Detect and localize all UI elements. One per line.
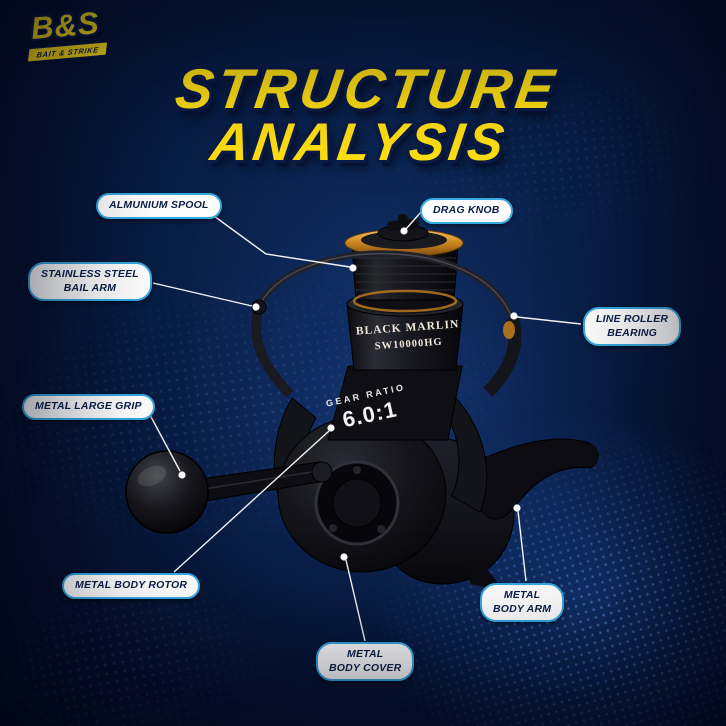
reel-rotor <box>277 415 447 573</box>
rotor-nose: GEAR RATIO 6.0:1 <box>325 365 463 441</box>
callout-label: BODY COVER <box>329 661 402 674</box>
line-roller <box>503 321 515 339</box>
body-arm-end <box>577 444 599 466</box>
callout-label: METAL <box>503 589 541 601</box>
callout-metal-body-arm: METAL BODY ARM <box>480 583 565 623</box>
callout-almunium-spool: ALMUNIUM SPOOL <box>96 193 222 219</box>
reel-handle <box>125 450 333 534</box>
handle-grip-knob <box>125 450 209 534</box>
callout-line-roller-bearing: LINE ROLLER BEARING <box>583 307 682 347</box>
callout-label: STAINLESS STEEL <box>41 268 139 280</box>
bail-arm <box>251 250 522 398</box>
reel-body-arm <box>469 438 599 520</box>
callout-label: LINE ROLLER <box>596 313 669 325</box>
callout-label: BODY ARM <box>493 602 552 615</box>
callout-label: DRAG KNOB <box>433 204 500 216</box>
callout-label: BEARING <box>607 326 658 339</box>
callout-metal-large-grip: METAL LARGE GRIP <box>22 394 155 420</box>
callout-label: ALMUNIUM SPOOL <box>109 199 209 211</box>
callout-label: METAL LARGE GRIP <box>35 400 142 412</box>
callout-label: METAL <box>347 648 384 660</box>
callout-metal-body-rotor: METAL BODY ROTOR <box>62 573 201 599</box>
callout-connectors <box>149 211 582 642</box>
callout-label: BAIL ARM <box>63 281 117 294</box>
callout-endpoint-dots <box>178 227 521 561</box>
drag-knob <box>344 213 464 257</box>
callout-stainless-steel-bail-arm: STAINLESS STEEL BAIL ARM <box>28 262 152 302</box>
callout-label: METAL BODY ROTOR <box>75 579 188 591</box>
callout-drag-knob: DRAG KNOB <box>420 198 513 224</box>
brand-line-2: SW10000HG <box>374 337 443 353</box>
callout-metal-body-cover: METAL BODY COVER <box>316 642 415 682</box>
spool-skirt: BLACK MARLIN SW10000HG <box>346 291 464 371</box>
